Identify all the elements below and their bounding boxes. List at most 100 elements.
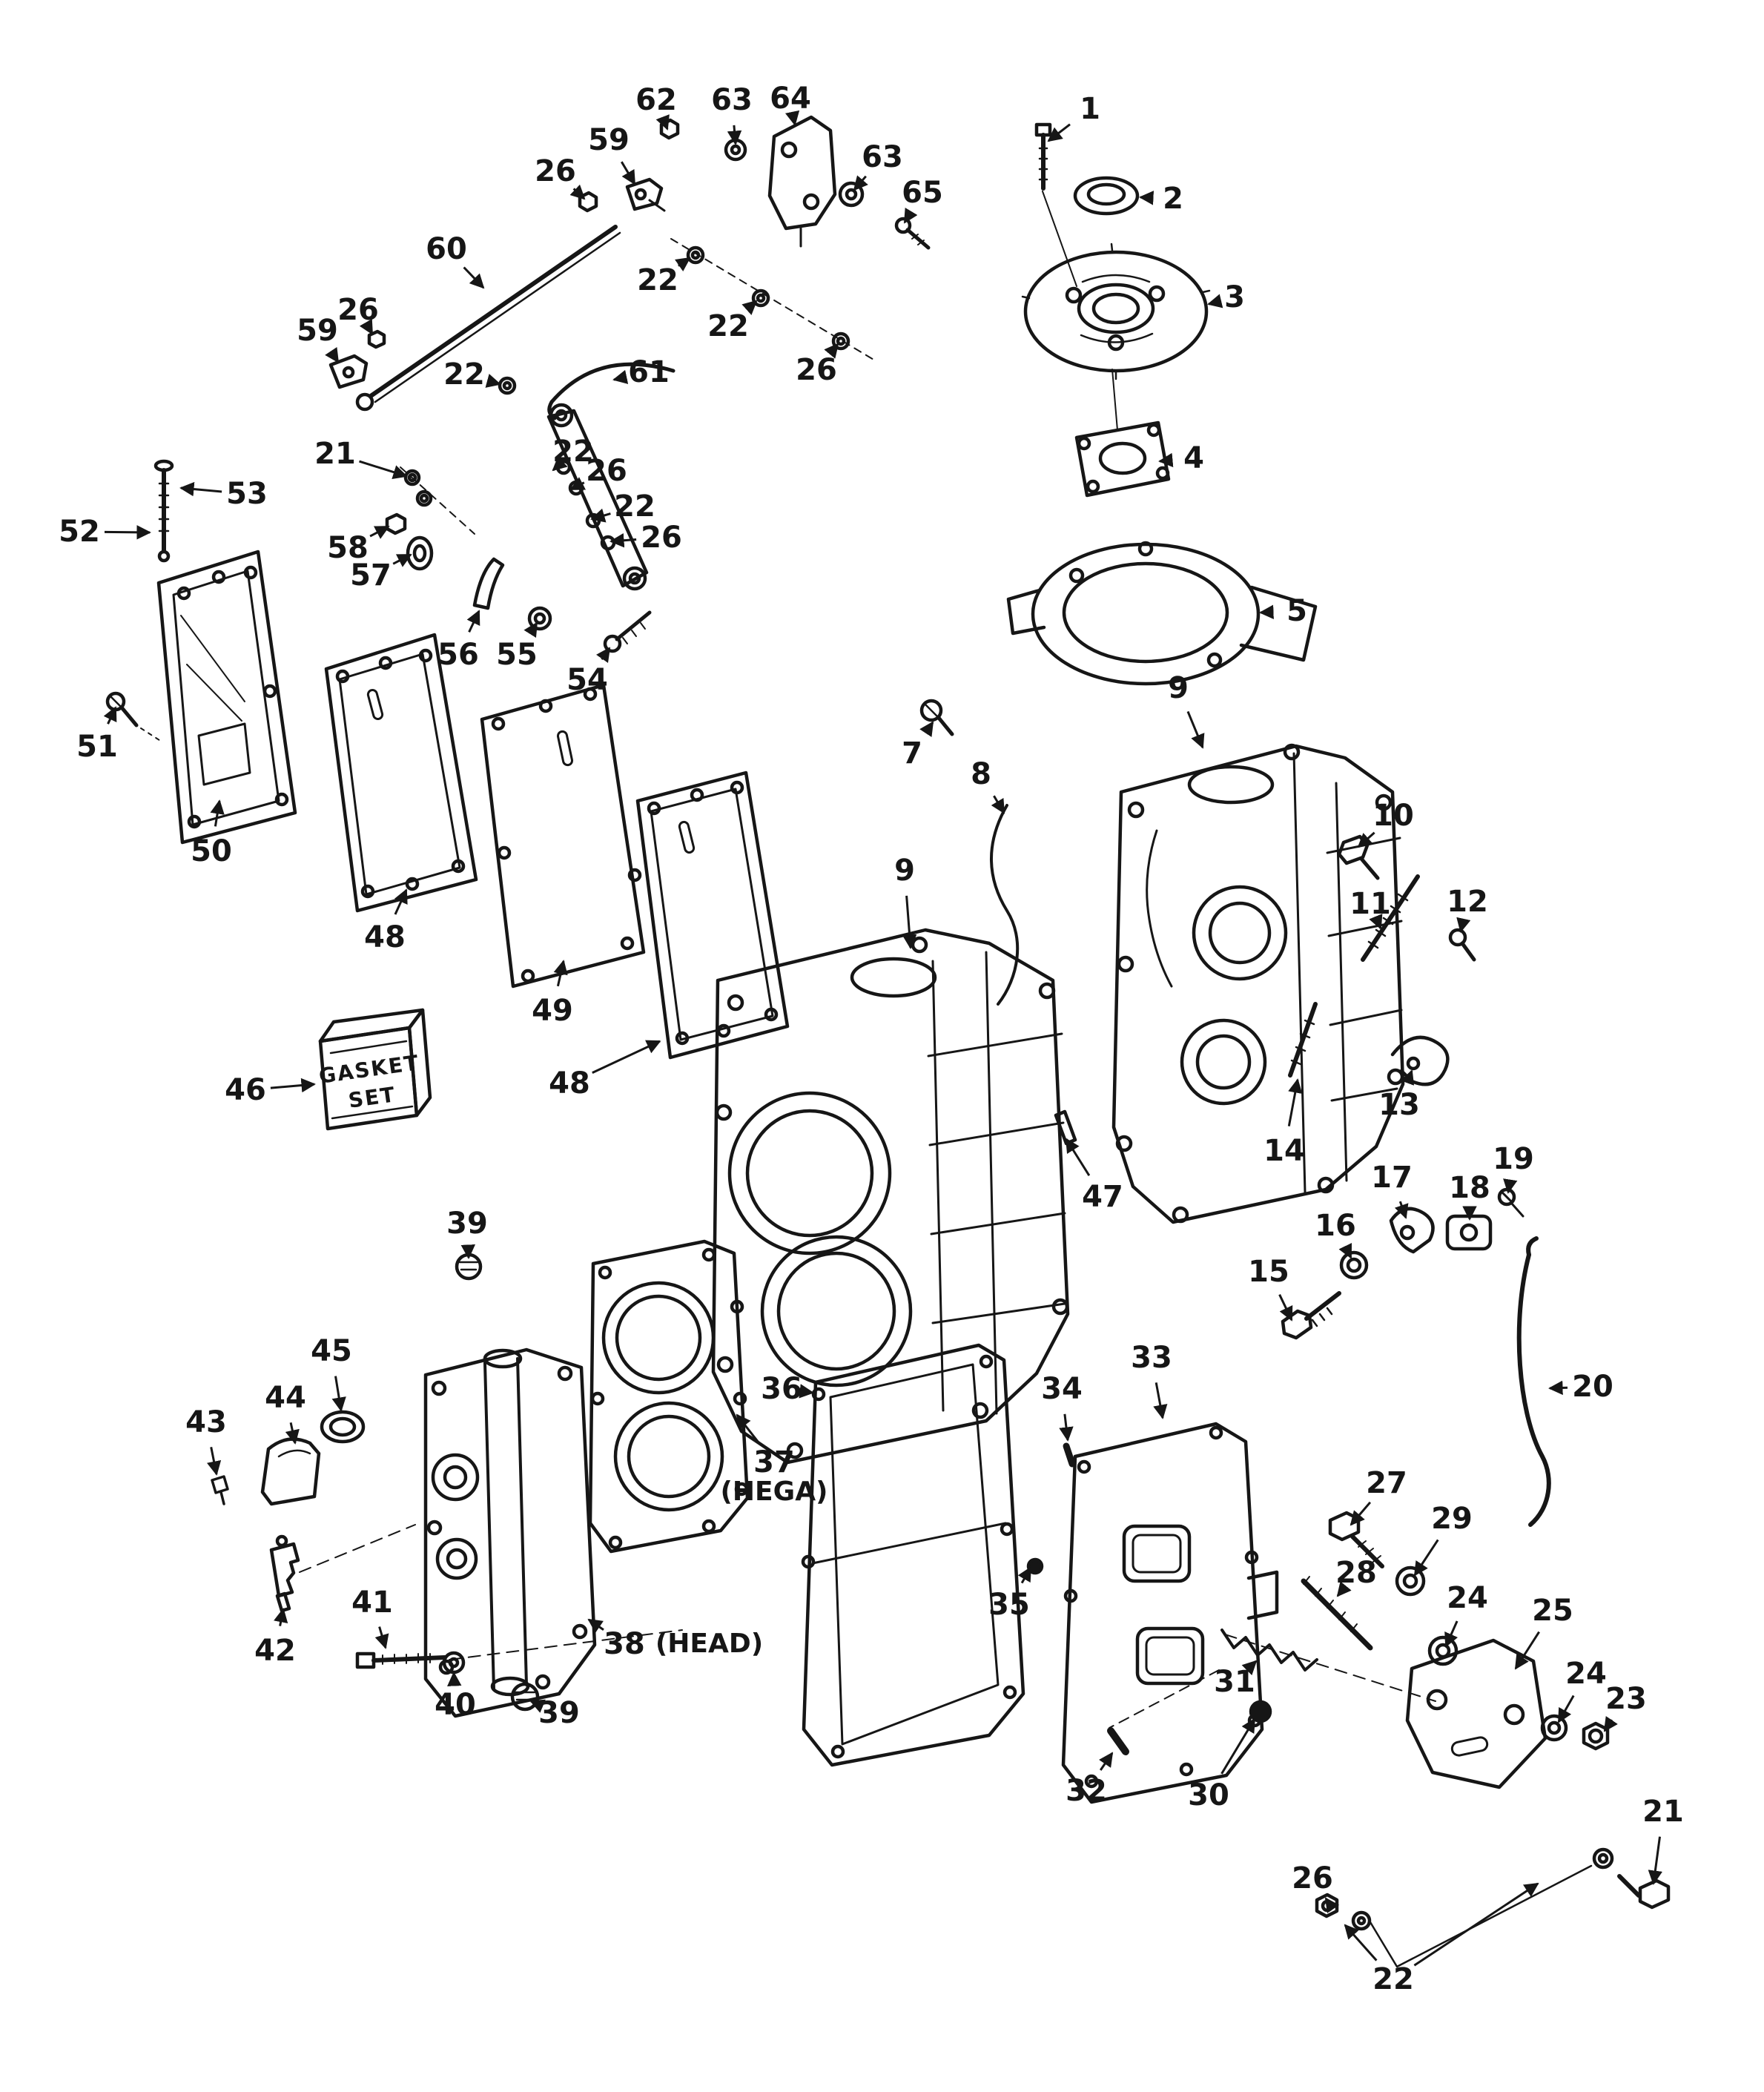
callout-26-15: 26 — [796, 355, 837, 385]
callout-13-45: 13 — [1378, 1090, 1420, 1120]
callout-14-46: 14 — [1263, 1136, 1305, 1166]
callout-number: 8 — [971, 757, 991, 791]
callout-number: 54 — [566, 663, 608, 697]
callout-43-60: 43 — [185, 1408, 227, 1437]
callout-number: 26 — [586, 454, 627, 488]
cylinder-head-drawing — [423, 1347, 597, 1718]
callout-48-41: 48 — [364, 923, 406, 952]
callout-17-48: 17 — [1371, 1163, 1413, 1192]
clip-43-drawing — [211, 1475, 229, 1505]
callout-number: 26 — [796, 353, 837, 387]
callout-number: 22 — [1372, 1962, 1414, 1996]
callout-54-31: 54 — [566, 665, 608, 695]
callout-60-9: 60 — [426, 234, 467, 264]
pin-32-drawing — [1107, 1727, 1129, 1755]
flywheel-drawing — [1021, 242, 1211, 380]
callout-32-76: 32 — [1066, 1776, 1107, 1806]
cover-44-drawing — [260, 1437, 321, 1506]
callout-number: 63 — [711, 83, 753, 117]
grommet-57-drawing — [406, 535, 434, 571]
callout-number: 11 — [1350, 887, 1391, 921]
gasket-set-box-drawing — [318, 1008, 432, 1131]
stud-28-drawing — [1301, 1576, 1373, 1651]
callout-number: 42 — [254, 1634, 296, 1668]
callout-26-12: 26 — [337, 295, 379, 325]
callout-53-24: 53 — [226, 479, 268, 509]
callout-number: 45 — [311, 1334, 352, 1368]
callout-24-71: 24 — [1565, 1659, 1607, 1689]
callout-52-25: 52 — [59, 517, 100, 547]
callout-26-6: 26 — [535, 156, 576, 186]
sealant-bead-drawing — [990, 804, 1020, 1006]
nut-62-drawing — [659, 118, 680, 140]
callout-number: 48 — [364, 920, 406, 954]
crankshaft-cap-drawing — [1073, 176, 1140, 216]
callout-22-16: 22 — [443, 360, 485, 389]
callout-16-52: 16 — [1315, 1211, 1356, 1241]
callout-22-13: 22 — [707, 311, 749, 341]
screw-52-53-drawing — [153, 459, 174, 563]
clamp-13-drawing — [1390, 1035, 1450, 1086]
callout-number: 29 — [1431, 1502, 1473, 1536]
exhaust-cover-50-drawing — [156, 550, 297, 845]
callout-number: 26 — [1292, 1861, 1333, 1895]
callout-suffix: (HEAD) — [655, 1629, 764, 1659]
spring-31-drawing — [1220, 1629, 1318, 1672]
link-rod-20-drawing — [1516, 1236, 1551, 1527]
callout-37-61: 37(HEGA) — [720, 1445, 828, 1505]
callout-26-21: 26 — [586, 456, 627, 486]
callout-number: 37 — [753, 1445, 795, 1479]
callout-49-42: 49 — [532, 996, 573, 1026]
bolt-15-drawing — [1281, 1291, 1341, 1340]
callout-number: 22 — [637, 263, 678, 297]
callout-number: 26 — [641, 521, 682, 555]
ring-plate-drawing — [1006, 541, 1318, 686]
ball-30-drawing — [1249, 1700, 1272, 1723]
callout-23-73: 23 — [1605, 1684, 1647, 1714]
callout-5-28: 5 — [1286, 596, 1307, 626]
washer-24b-drawing — [1540, 1714, 1568, 1742]
callout-24-65: 24 — [1447, 1583, 1488, 1613]
callout-number: 55 — [496, 638, 538, 672]
washers-22-diagonal-drawing — [670, 238, 876, 361]
callout-number: 28 — [1335, 1556, 1377, 1590]
plate-49-drawing — [480, 683, 646, 989]
callout-number: 57 — [350, 558, 392, 593]
callout-number: 65 — [902, 176, 943, 210]
callout-number: 46 — [225, 1073, 266, 1107]
callout-28-64: 28 — [1335, 1558, 1377, 1588]
callout-suffix: (HEGA) — [720, 1476, 828, 1507]
callout-number: 1 — [1080, 92, 1100, 126]
callout-2-8: 2 — [1163, 184, 1183, 214]
callout-44-59: 44 — [265, 1383, 306, 1413]
callout-4-19: 4 — [1183, 443, 1204, 473]
callout-34-58: 34 — [1041, 1374, 1083, 1404]
callout-12-39: 12 — [1447, 887, 1488, 917]
callout-27-62: 27 — [1366, 1468, 1407, 1498]
spark-plug-drawing — [269, 1534, 300, 1613]
link-56-drawing — [472, 557, 505, 610]
callout-number: 59 — [297, 314, 338, 348]
callout-number: 33 — [1131, 1341, 1172, 1375]
callout-number: 47 — [1082, 1180, 1123, 1214]
callout-39-51: 39 — [446, 1209, 488, 1238]
lever-59-left-drawing — [328, 354, 369, 389]
plate-48-left-drawing — [324, 633, 478, 913]
callout-number: 52 — [59, 515, 100, 549]
callout-number: 27 — [1366, 1466, 1407, 1500]
callout-56-29: 56 — [437, 640, 479, 670]
callout-number: 4 — [1183, 441, 1204, 475]
bracket-25-drawing — [1405, 1638, 1547, 1789]
callout-7-34: 7 — [902, 739, 922, 768]
callout-11-40: 11 — [1350, 889, 1391, 919]
callout-number: 9 — [1168, 671, 1189, 705]
inner-plate-36-drawing — [801, 1343, 1025, 1767]
bellcrank-drawing — [546, 403, 649, 591]
cylinder-block-drawing — [711, 928, 1070, 1465]
callout-number: 43 — [185, 1405, 227, 1439]
callout-61-17: 61 — [628, 357, 670, 387]
callout-26-23: 26 — [641, 523, 682, 552]
callout-3-11: 3 — [1224, 283, 1245, 312]
callout-63-1: 63 — [711, 85, 753, 115]
callout-31-72: 31 — [1214, 1667, 1255, 1697]
